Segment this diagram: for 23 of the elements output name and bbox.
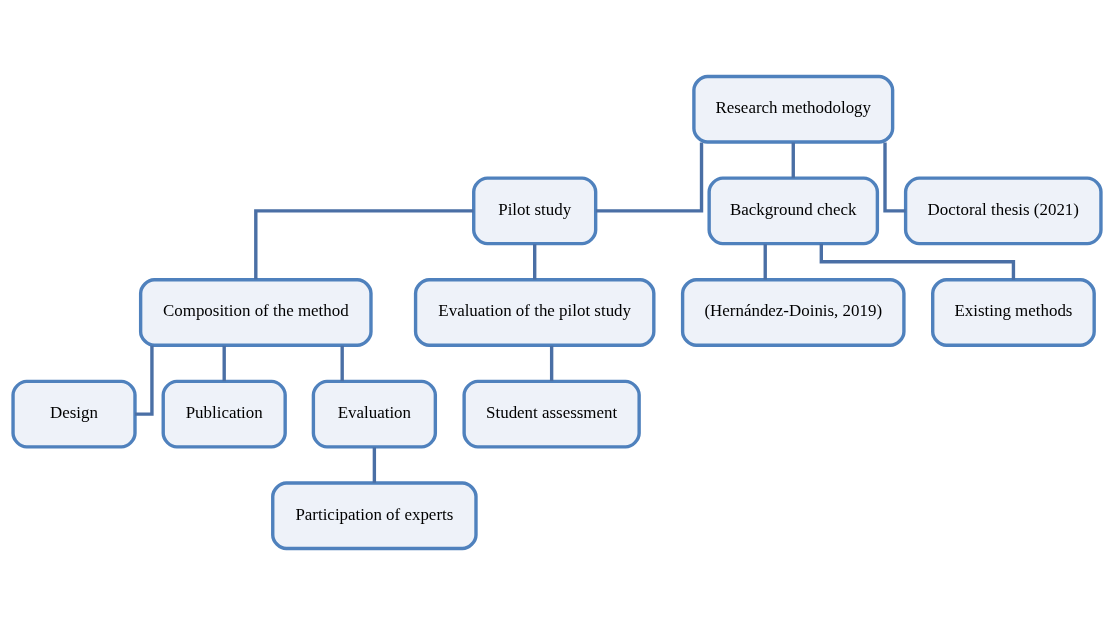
node-box: Evaluation [311, 379, 438, 449]
node-box: Evaluation of the pilot study [413, 277, 656, 347]
connector [135, 345, 154, 416]
connector [372, 446, 377, 483]
node-box: Composition of the method [138, 277, 373, 347]
node-box: Existing methods [931, 277, 1096, 347]
connector [254, 208, 474, 279]
node-box: Doctoral thesis (2021) [903, 175, 1103, 245]
node-box: (Hernández-Doinis, 2019) [680, 277, 906, 347]
node-box: Pilot study [472, 175, 598, 245]
node-box: Background check [707, 175, 880, 245]
node-box: Research methodology [692, 74, 895, 144]
connector [791, 142, 795, 178]
connector [763, 243, 767, 279]
connector [595, 142, 704, 213]
connector [549, 345, 554, 381]
connector [533, 243, 537, 279]
node-box: Design [11, 379, 137, 449]
connector [340, 345, 344, 381]
node-box: Participation of experts [271, 480, 478, 550]
connector [222, 345, 226, 381]
node-box: Publication [161, 379, 287, 449]
node-box: Student assessment [462, 379, 641, 449]
